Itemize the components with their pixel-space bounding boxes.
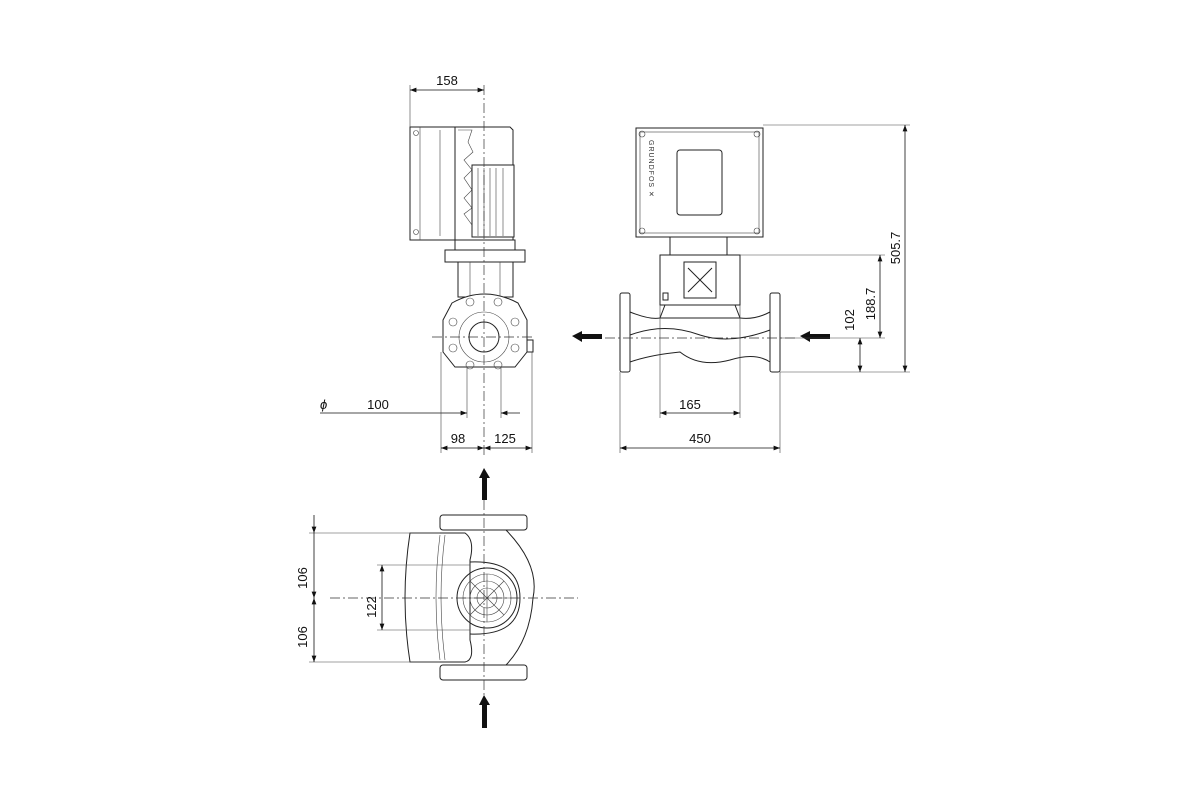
diameter-symbol: ϕ — [320, 397, 327, 412]
flow-in-arrow-icon — [800, 331, 830, 342]
front-view: GRUNDFOS ✕ 505.7 188.7 102 165 450 — [572, 124, 910, 453]
dim-106-lower: 106 — [295, 626, 310, 648]
top-view: 106 106 122 — [295, 468, 578, 728]
dim-106-upper: 106 — [295, 567, 310, 589]
lantern — [457, 261, 514, 298]
flange-bottom — [439, 664, 528, 681]
dim-505-7: 505.7 — [888, 232, 903, 265]
control-box-side — [409, 126, 456, 241]
flow-up-arrow-icon — [479, 468, 490, 500]
flow-out-arrow-icon — [572, 331, 602, 342]
pump-flange — [442, 293, 528, 368]
motor-flange — [444, 249, 526, 263]
dim-188-7: 188.7 — [863, 288, 878, 321]
dim-450: 450 — [689, 431, 711, 446]
flow-up-arrow-icon-2 — [479, 695, 490, 728]
flange-top — [439, 514, 528, 531]
dim-100: 100 — [367, 397, 389, 412]
dim-122: 122 — [364, 596, 379, 618]
flange-right — [769, 292, 781, 373]
display-window — [676, 149, 723, 216]
bolt-holes — [448, 297, 520, 370]
control-box — [635, 127, 764, 238]
dim-125: 125 — [494, 431, 516, 446]
coupling-guard — [683, 261, 717, 299]
flange-left — [619, 292, 631, 373]
dim-165: 165 — [679, 397, 701, 412]
brand-logo: GRUNDFOS ✕ — [647, 140, 654, 198]
dim-158: 158 — [436, 73, 458, 88]
side-view: 158 ϕ 100 98 125 — [320, 73, 535, 455]
dim-102: 102 — [842, 309, 857, 331]
dim-98: 98 — [451, 431, 465, 446]
